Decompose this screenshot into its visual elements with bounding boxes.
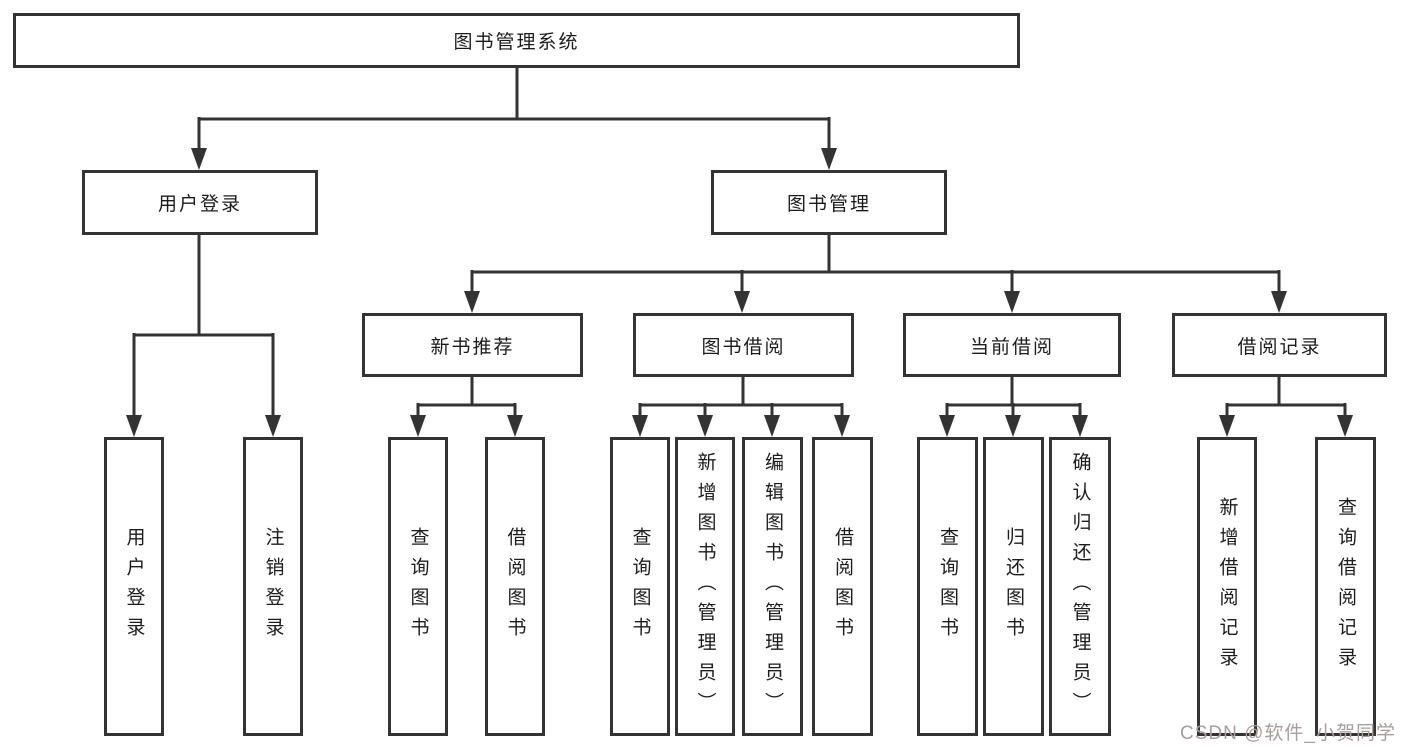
node-label: 新书推荐 [430, 336, 515, 358]
node-label: 查询图书 [937, 526, 958, 647]
edge-root-to-level2 [197, 68, 831, 150]
node-leaf-logout: 注销登录 [243, 437, 303, 736]
node-label: 借阅图书 [832, 526, 853, 647]
arrowheads-level3 [464, 291, 1287, 313]
node-label: 当前借阅 [969, 336, 1054, 358]
node-label: 查询图书 [407, 526, 429, 647]
node-label: 新增图书（管理员） [694, 451, 716, 722]
edge-new-book-recommend-branch [416, 377, 517, 416]
node-leaf-confirm-return-admin: 确认归还（管理员） [1049, 437, 1111, 736]
node-label: 图书借阅 [701, 336, 786, 358]
arrowheads-book-borrowing [632, 415, 850, 437]
edge-current-borrowing-branch [945, 377, 1082, 416]
node-label: 查询借阅记录 [1335, 496, 1356, 677]
node-label: 确认归还（管理员） [1069, 451, 1091, 722]
node-label: 查询图书 [629, 526, 651, 647]
node-borrowing-records: 借阅记录 [1172, 313, 1387, 377]
node-label: 编辑图书（管理员） [762, 451, 783, 722]
node-label: 借阅图书 [504, 526, 526, 647]
node-leaf-query-books-current: 查询图书 [917, 437, 978, 736]
node-leaf-add-borrow-record: 新增借阅记录 [1197, 437, 1257, 736]
node-leaf-return-books: 归还图书 [983, 437, 1044, 736]
edge-book-borrowing-branch [638, 377, 844, 416]
node-label: 归还图书 [1003, 526, 1024, 647]
node-leaf-query-books-borrowing: 查询图书 [610, 437, 670, 736]
node-label: 用户登录 [157, 194, 242, 215]
node-label: 借阅记录 [1237, 336, 1322, 358]
arrowheads-new-book-recommend [410, 415, 523, 437]
edge-user-login-branch [132, 235, 275, 416]
node-label: 图书管理系统 [453, 32, 580, 53]
arrowheads-level2 [191, 148, 837, 170]
node-label: 新增借阅记录 [1216, 496, 1238, 677]
node-label: 图书管理 [786, 194, 871, 215]
arrowheads-current-borrowing [939, 415, 1088, 437]
node-leaf-user-login: 用户登录 [104, 437, 164, 736]
edge-book-management-branch [470, 235, 1281, 292]
node-leaf-borrow-books: 借阅图书 [812, 437, 873, 736]
node-user-login: 用户登录 [82, 170, 318, 235]
edge-borrowing-records-branch [1225, 377, 1347, 416]
node-label: 注销登录 [262, 526, 284, 647]
node-new-book-recommend: 新书推荐 [362, 313, 583, 377]
node-leaf-borrow-books-recommend: 借阅图书 [485, 437, 545, 736]
node-label: 用户登录 [123, 526, 145, 647]
node-leaf-query-books-recommend: 查询图书 [388, 437, 448, 736]
node-leaf-edit-books-admin: 编辑图书（管理员） [742, 437, 803, 736]
arrowheads-borrowing-records [1219, 415, 1353, 437]
node-book-management: 图书管理 [711, 170, 947, 235]
arrowheads-user-login [126, 415, 281, 437]
node-leaf-add-books-admin: 新增图书（管理员） [675, 437, 735, 736]
node-current-borrowing: 当前借阅 [903, 313, 1121, 377]
node-library-management-system: 图书管理系统 [13, 13, 1020, 68]
node-book-borrowing: 图书借阅 [633, 313, 854, 377]
csdn-watermark: CSDN @软件_小贺同学 [1180, 723, 1396, 744]
node-leaf-query-borrow-record: 查询借阅记录 [1315, 437, 1376, 736]
